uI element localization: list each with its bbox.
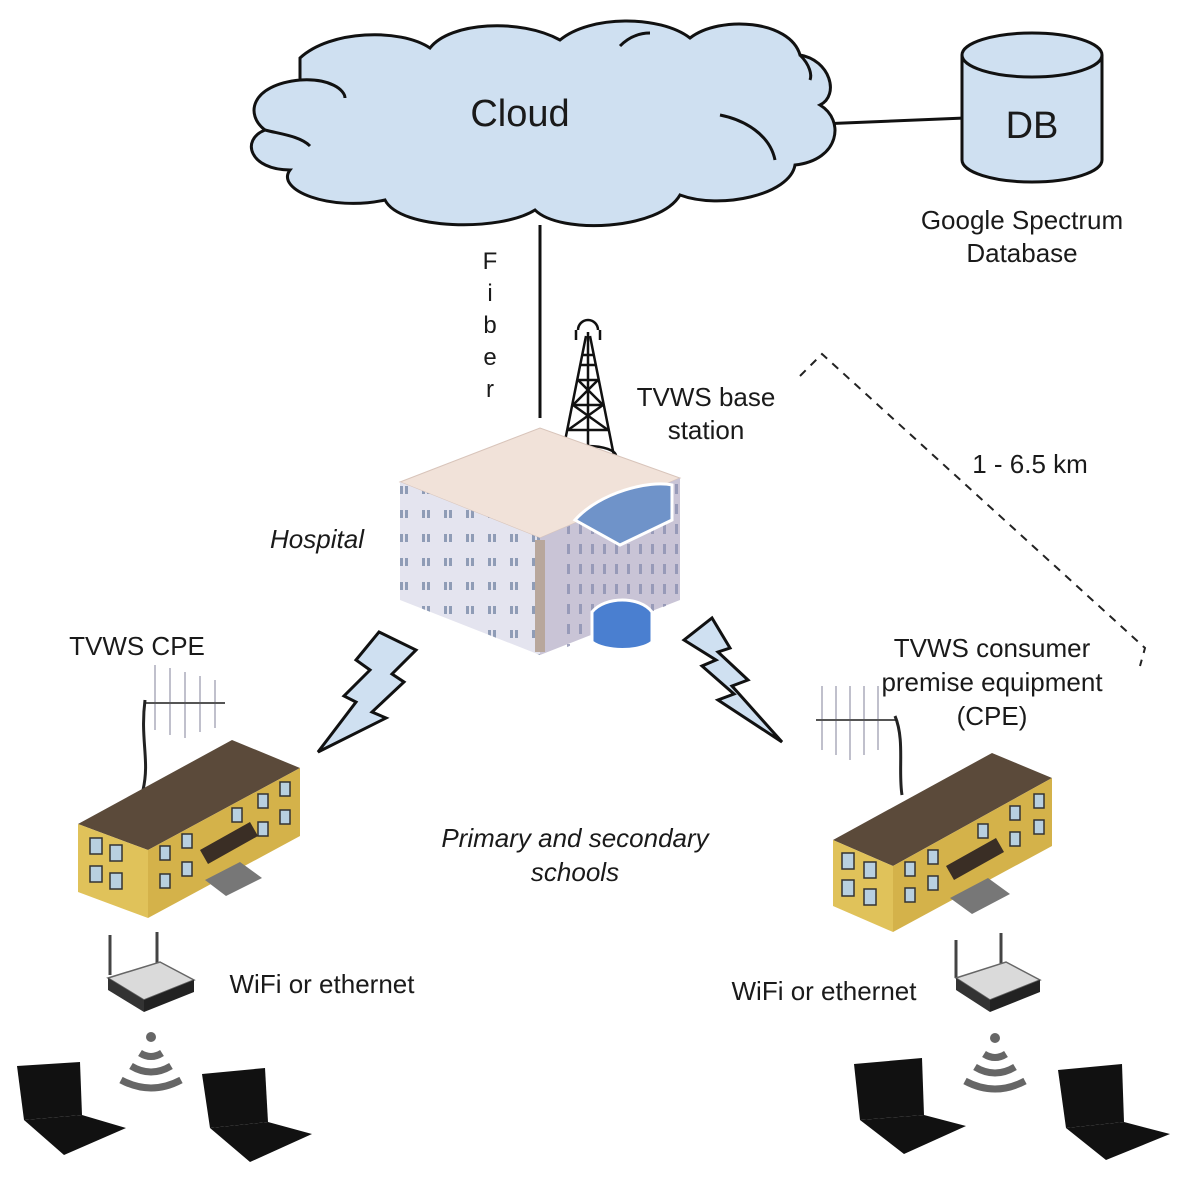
- fiber-letter: F: [482, 248, 498, 275]
- right-router-icon: [954, 933, 1042, 1012]
- base-station-label-line1: TVWS base: [636, 382, 776, 412]
- right-signal-bolt-icon: [681, 615, 784, 744]
- database-caption-line2: Database: [966, 238, 1078, 268]
- cloud-label: Cloud: [470, 93, 570, 135]
- right-school-building-icon: [816, 686, 1052, 932]
- laptop-icon: [854, 1058, 966, 1154]
- left-wifi-label: WiFi or ethernet: [229, 969, 415, 999]
- fiber-letter: b: [483, 312, 497, 339]
- left-cpe-label: TVWS CPE: [69, 631, 205, 661]
- laptop-icon: [1058, 1064, 1170, 1160]
- database-caption-line1: Google Spectrum: [920, 205, 1124, 235]
- left-school-building-icon: [78, 665, 300, 918]
- left-router-icon: [106, 932, 196, 1012]
- left-signal-bolt-icon: [316, 630, 419, 754]
- fiber-letter: r: [486, 376, 494, 403]
- cloud-shape: [249, 19, 837, 228]
- right-cpe-label-line3: (CPE): [956, 701, 1028, 731]
- distance-label: 1 - 6.5 km: [972, 449, 1088, 479]
- distance-dashed-line: [799, 352, 1147, 667]
- fiber-label: F i b e r: [476, 246, 504, 406]
- fiber-letter: e: [483, 344, 497, 371]
- right-wifi-signal-icon: [963, 1033, 1027, 1093]
- laptop-icon: [17, 1062, 126, 1155]
- laptop-icon: [202, 1068, 312, 1162]
- right-wifi-label: WiFi or ethernet: [731, 976, 917, 1006]
- right-cpe-label-line1: TVWS consumer: [893, 633, 1091, 663]
- right-cpe-label-line2: premise equipment: [881, 667, 1103, 697]
- database-icon: [960, 31, 1104, 184]
- left-wifi-signal-icon: [119, 1032, 183, 1092]
- schools-label-line2: schools: [530, 857, 620, 887]
- database-label: DB: [1005, 105, 1059, 147]
- cloud-db-link: [819, 116, 966, 126]
- hospital-building-icon: [398, 427, 682, 655]
- schools-label-line1: Primary and secondary: [441, 823, 709, 853]
- fiber-letter: i: [487, 280, 493, 307]
- base-station-label-line2: station: [667, 415, 745, 445]
- hospital-label: Hospital: [270, 524, 364, 554]
